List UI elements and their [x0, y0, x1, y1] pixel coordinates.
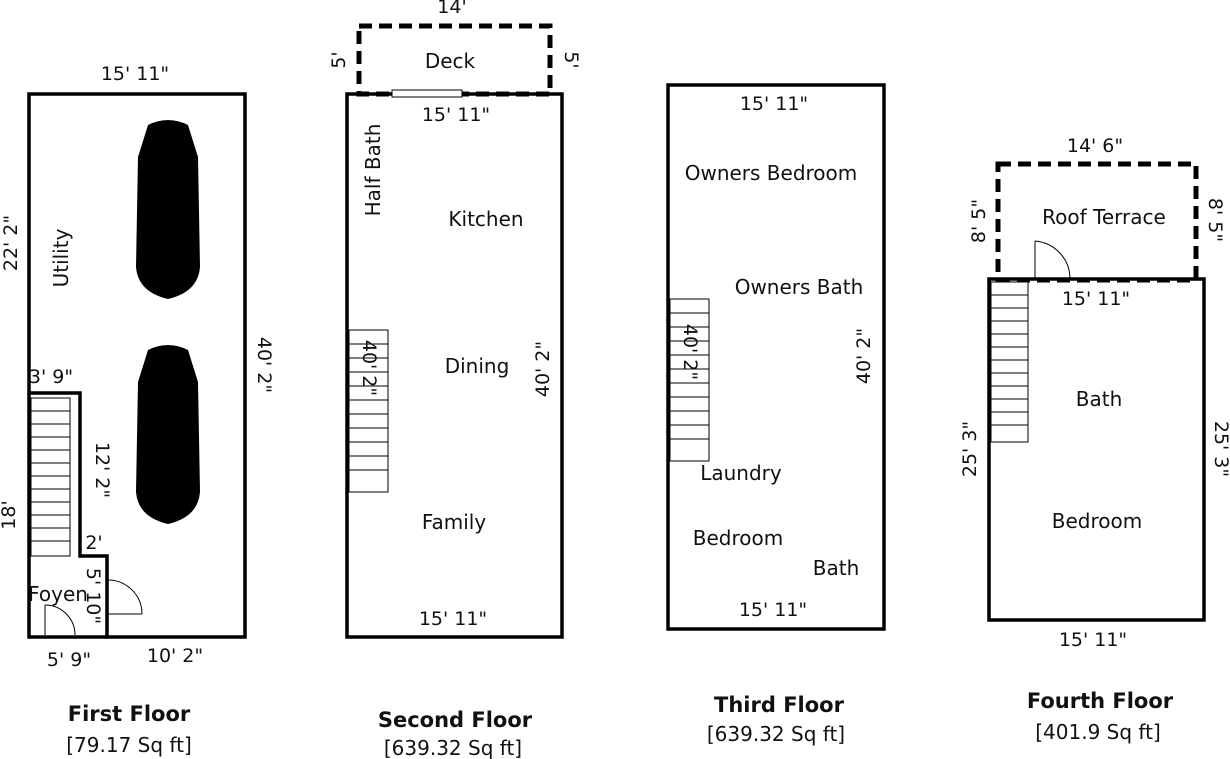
third-floor-title: Third Floor [714, 693, 845, 717]
terrace-dim-top: 14' 6" [1067, 135, 1123, 157]
first-floor-foyer-outline [27, 393, 107, 639]
fourth-floor-dim-right: 25' 3" [1210, 421, 1230, 477]
second-floor-area: [639.32 Sq ft] [384, 736, 522, 759]
fourth-floor-dim-left: 25' 3" [959, 421, 981, 477]
third-floor-stairs [669, 298, 710, 462]
room-kitchen: Kitchen [448, 207, 523, 231]
third-floor: 15' 11" Owners Bedroom Owners Bath 40' 2… [666, 83, 886, 746]
third-floor-dim-stair: 40' 2" [679, 324, 701, 380]
second-floor-stairs [348, 329, 389, 493]
room-bedroom: Bedroom [1052, 509, 1142, 533]
first-floor-dim-top: 15' 11" [101, 63, 169, 85]
room-deck: Deck [425, 49, 476, 73]
car-icon [130, 345, 206, 524]
first-floor-dim-left-lower: 18' [0, 500, 20, 529]
first-floor-dim-left: 22' 2" [0, 215, 22, 271]
first-floor-area: [79.17 Sq ft] [66, 733, 192, 757]
fourth-floor-title: Fourth Floor [1027, 689, 1174, 713]
second-floor-dim-bottom: 15' 11" [419, 608, 487, 630]
room-owners-bath: Owners Bath [735, 275, 864, 299]
terrace-door-icon [1034, 240, 1071, 280]
room-roof-terrace: Roof Terrace [1042, 205, 1166, 229]
room-bedroom: Bedroom [693, 526, 783, 550]
room-owners-bedroom: Owners Bedroom [685, 161, 858, 185]
first-floor-dim-foyer-height: 5' 10" [82, 568, 104, 624]
third-floor-dim-top: 15' 11" [740, 93, 808, 115]
first-floor-dim-step: 2' [85, 532, 102, 554]
room-dining: Dining [445, 354, 510, 378]
first-floor-stairs [30, 397, 71, 557]
first-floor-dim-inner: 12' 2" [91, 442, 113, 498]
third-floor-outline [666, 83, 886, 631]
terrace-dim-right: 8' 5" [1204, 198, 1226, 242]
room-utility: Utility [49, 228, 73, 287]
third-floor-dim-right: 40' 2" [853, 328, 875, 384]
first-floor-outline [27, 92, 247, 639]
first-floor-title: First Floor [68, 702, 191, 726]
deck-dim-left: 5' [328, 51, 350, 68]
room-laundry: Laundry [700, 461, 782, 485]
terrace-dim-left: 8' 5" [968, 199, 990, 243]
second-floor-dim-top: 15' 11" [422, 104, 490, 126]
room-bath: Bath [813, 556, 860, 580]
first-floor-door-icon [44, 579, 143, 636]
car-icon [130, 120, 206, 299]
first-floor: 15' 11" 22' 2" 40' 2" Utility 3' 9" 12' … [0, 63, 275, 757]
second-floor-dim-right: 40' 2" [532, 341, 554, 397]
second-floor: 14' 5' 5' Deck 15' 11" Half Bath Kitchen… [328, 0, 582, 759]
second-floor-title: Second Floor [378, 708, 533, 732]
fourth-floor-dim-top: 15' 11" [1062, 288, 1130, 310]
deck-dim-top: 14' [437, 0, 466, 18]
room-foyer: Foyen [28, 582, 88, 606]
third-floor-dim-bottom: 15' 11" [739, 599, 807, 621]
fourth-floor-stairs [990, 281, 1029, 443]
fourth-floor: 14' 6" 8' 5" 8' 5" Roof Terrace 15' 11" … [959, 135, 1230, 744]
fourth-floor-dim-bottom: 15' 11" [1059, 629, 1127, 651]
fourth-floor-outline [987, 277, 1206, 622]
room-half-bath: Half Bath [361, 124, 385, 217]
third-floor-area: [639.32 Sq ft] [707, 722, 845, 746]
second-floor-dim-stair: 40' 2" [358, 340, 380, 396]
first-floor-dim-right: 40' 2" [253, 337, 275, 393]
room-family: Family [422, 510, 487, 534]
deck-outline [356, 23, 553, 97]
first-floor-dim-bottom-right: 10' 2" [147, 645, 203, 667]
fourth-floor-area: [401.9 Sq ft] [1035, 720, 1161, 744]
room-bath: Bath [1076, 387, 1123, 411]
first-floor-dim-notch: 3' 9" [29, 366, 73, 388]
deck-dim-right: 5' [560, 51, 582, 68]
first-floor-dim-bottom-left: 5' 9" [47, 649, 91, 671]
deck-door-icon [391, 89, 463, 98]
